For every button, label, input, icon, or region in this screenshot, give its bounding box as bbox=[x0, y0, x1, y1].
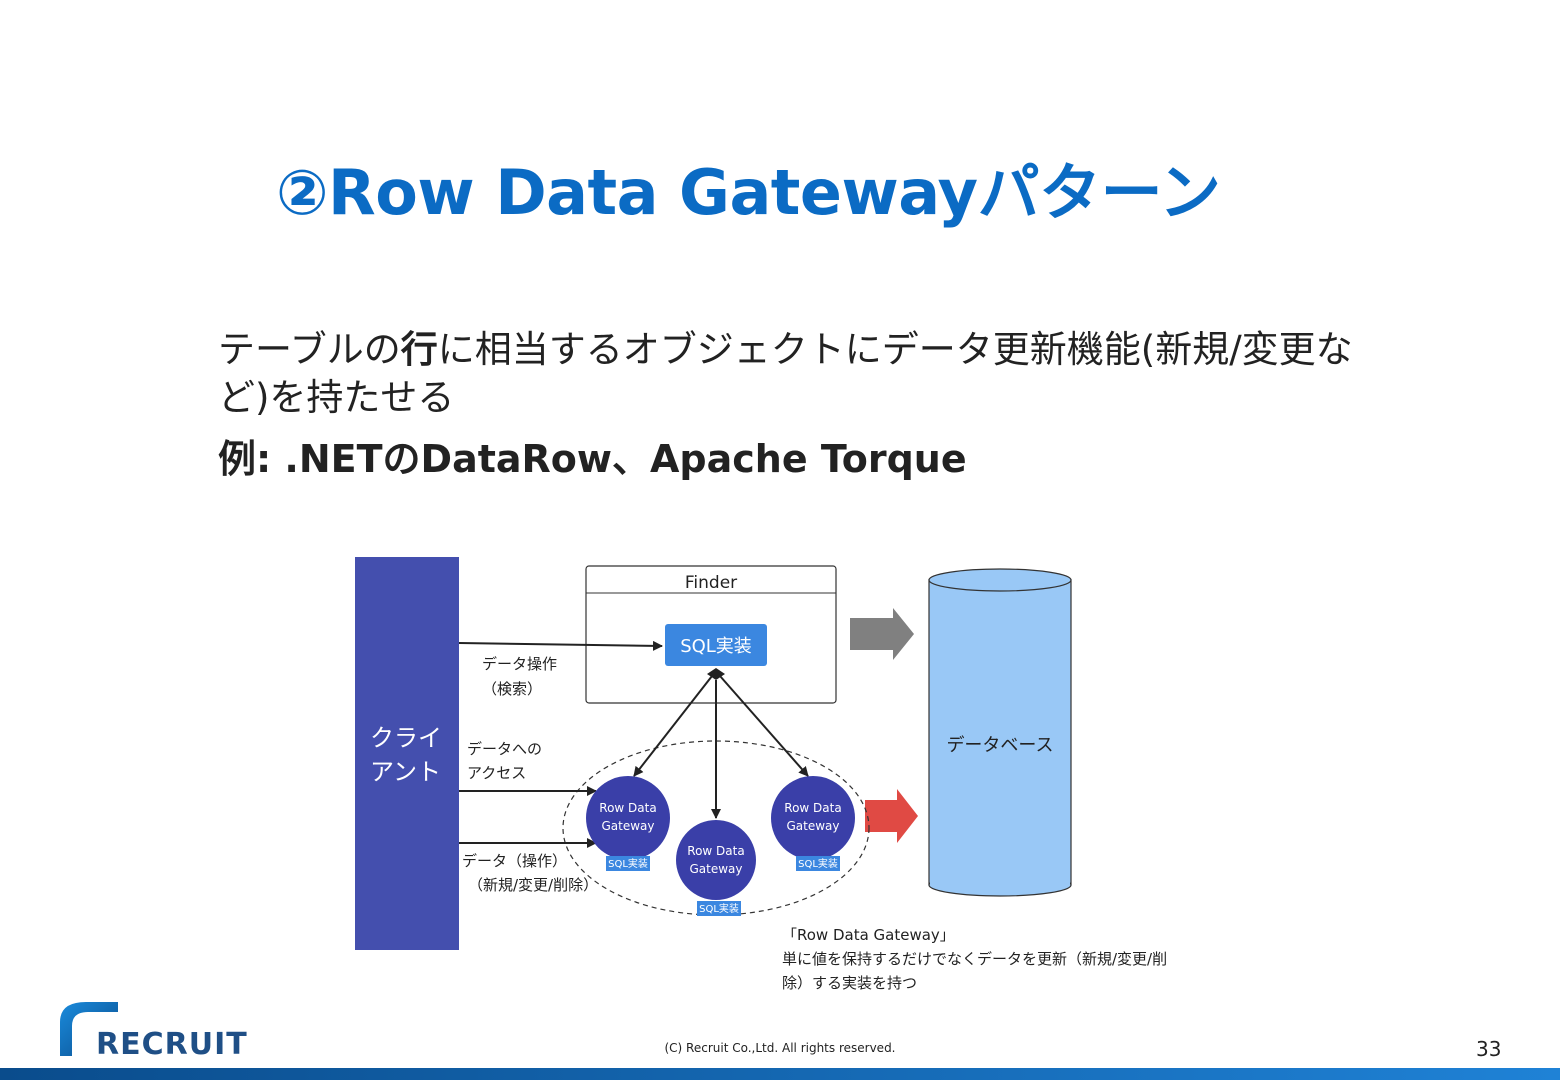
gray-block-arrow bbox=[850, 608, 914, 660]
recruit-logo: RECRUIT bbox=[60, 1002, 248, 1060]
client-to-finder-arrow bbox=[458, 640, 663, 651]
op-update-label-line2: （新規/変更/削除） bbox=[468, 876, 598, 894]
op-update-label-line1: データ（操作） bbox=[462, 852, 567, 870]
gateway-right-sql-label: SQL実装 bbox=[798, 857, 838, 870]
client-label-line2: アント bbox=[370, 758, 441, 786]
op-search-label-line2: （検索） bbox=[482, 680, 542, 698]
recruit-logo-mark bbox=[60, 1002, 118, 1056]
gateway-right-sql-tag bbox=[796, 856, 840, 871]
bottom-accent-bar bbox=[0, 1068, 1560, 1080]
finder-sql-box bbox=[665, 624, 767, 666]
gateway-right bbox=[771, 776, 855, 860]
gateway-center-sql-label: SQL実装 bbox=[699, 902, 739, 915]
gateway-left-sql-label: SQL実装 bbox=[608, 857, 648, 870]
description-text-pre: テーブルの bbox=[218, 328, 401, 371]
finder-to-gateway-left-arrow bbox=[633, 675, 713, 777]
note-line1: 「Row Data Gateway」 bbox=[782, 926, 955, 944]
slide-description: テーブルの行に相当するオブジェクトにデータ更新機能(新規/変更など)を持たせる bbox=[218, 326, 1358, 422]
description-text-post: に相当するオブジェクトにデータ更新機能(新規/変更など)を持たせる bbox=[218, 328, 1353, 419]
gateway-center-label-line1: Row Data bbox=[687, 844, 744, 858]
gateway-right-label-line2: Gateway bbox=[786, 819, 839, 833]
red-block-arrow bbox=[865, 789, 918, 843]
gateway-left bbox=[586, 776, 670, 860]
op-search-label-line1: データ操作 bbox=[482, 655, 557, 673]
client-label-line1: クライ bbox=[370, 724, 442, 752]
example-line: 例: .NETのDataRow、Apache Torque bbox=[218, 437, 967, 481]
finder-sql-label: SQL実装 bbox=[680, 636, 752, 657]
page-number: 33 bbox=[1476, 1037, 1502, 1061]
note-line3: 除）する実装を持つ bbox=[782, 974, 917, 992]
note-line2: 単に値を保持するだけでなくデータを更新（新規/変更/削 bbox=[782, 950, 1167, 968]
gateway-center-label-line2: Gateway bbox=[689, 862, 742, 876]
gateway-right-label-line1: Row Data bbox=[784, 801, 841, 815]
finder-to-gateway-right-arrow bbox=[719, 675, 809, 777]
gateway-left-label-line2: Gateway bbox=[601, 819, 654, 833]
database-cylinder bbox=[928, 568, 1072, 897]
description-bold-word: 行 bbox=[400, 328, 438, 371]
recruit-logo-text: RECRUIT bbox=[96, 1027, 248, 1060]
copyright-text: (C) Recruit Co.,Ltd. All rights reserved… bbox=[664, 1041, 896, 1055]
client-block bbox=[355, 557, 459, 950]
access-label-line1: データへの bbox=[467, 740, 542, 758]
gateway-left-label-line1: Row Data bbox=[599, 801, 656, 815]
access-label-line2: アクセス bbox=[467, 764, 526, 782]
gateway-center bbox=[676, 820, 756, 900]
gateway-center-sql-tag bbox=[697, 901, 741, 916]
slide-title: ②Row Data Gatewayパターン bbox=[276, 156, 1221, 229]
gateway-left-sql-tag bbox=[606, 856, 650, 871]
database-label: データベース bbox=[946, 735, 1053, 756]
row-data-gateway-diagram: クライ アント Finder SQL実装 データベース データ操作 （検索） デ… bbox=[355, 557, 1167, 992]
finder-label: Finder bbox=[685, 573, 737, 593]
